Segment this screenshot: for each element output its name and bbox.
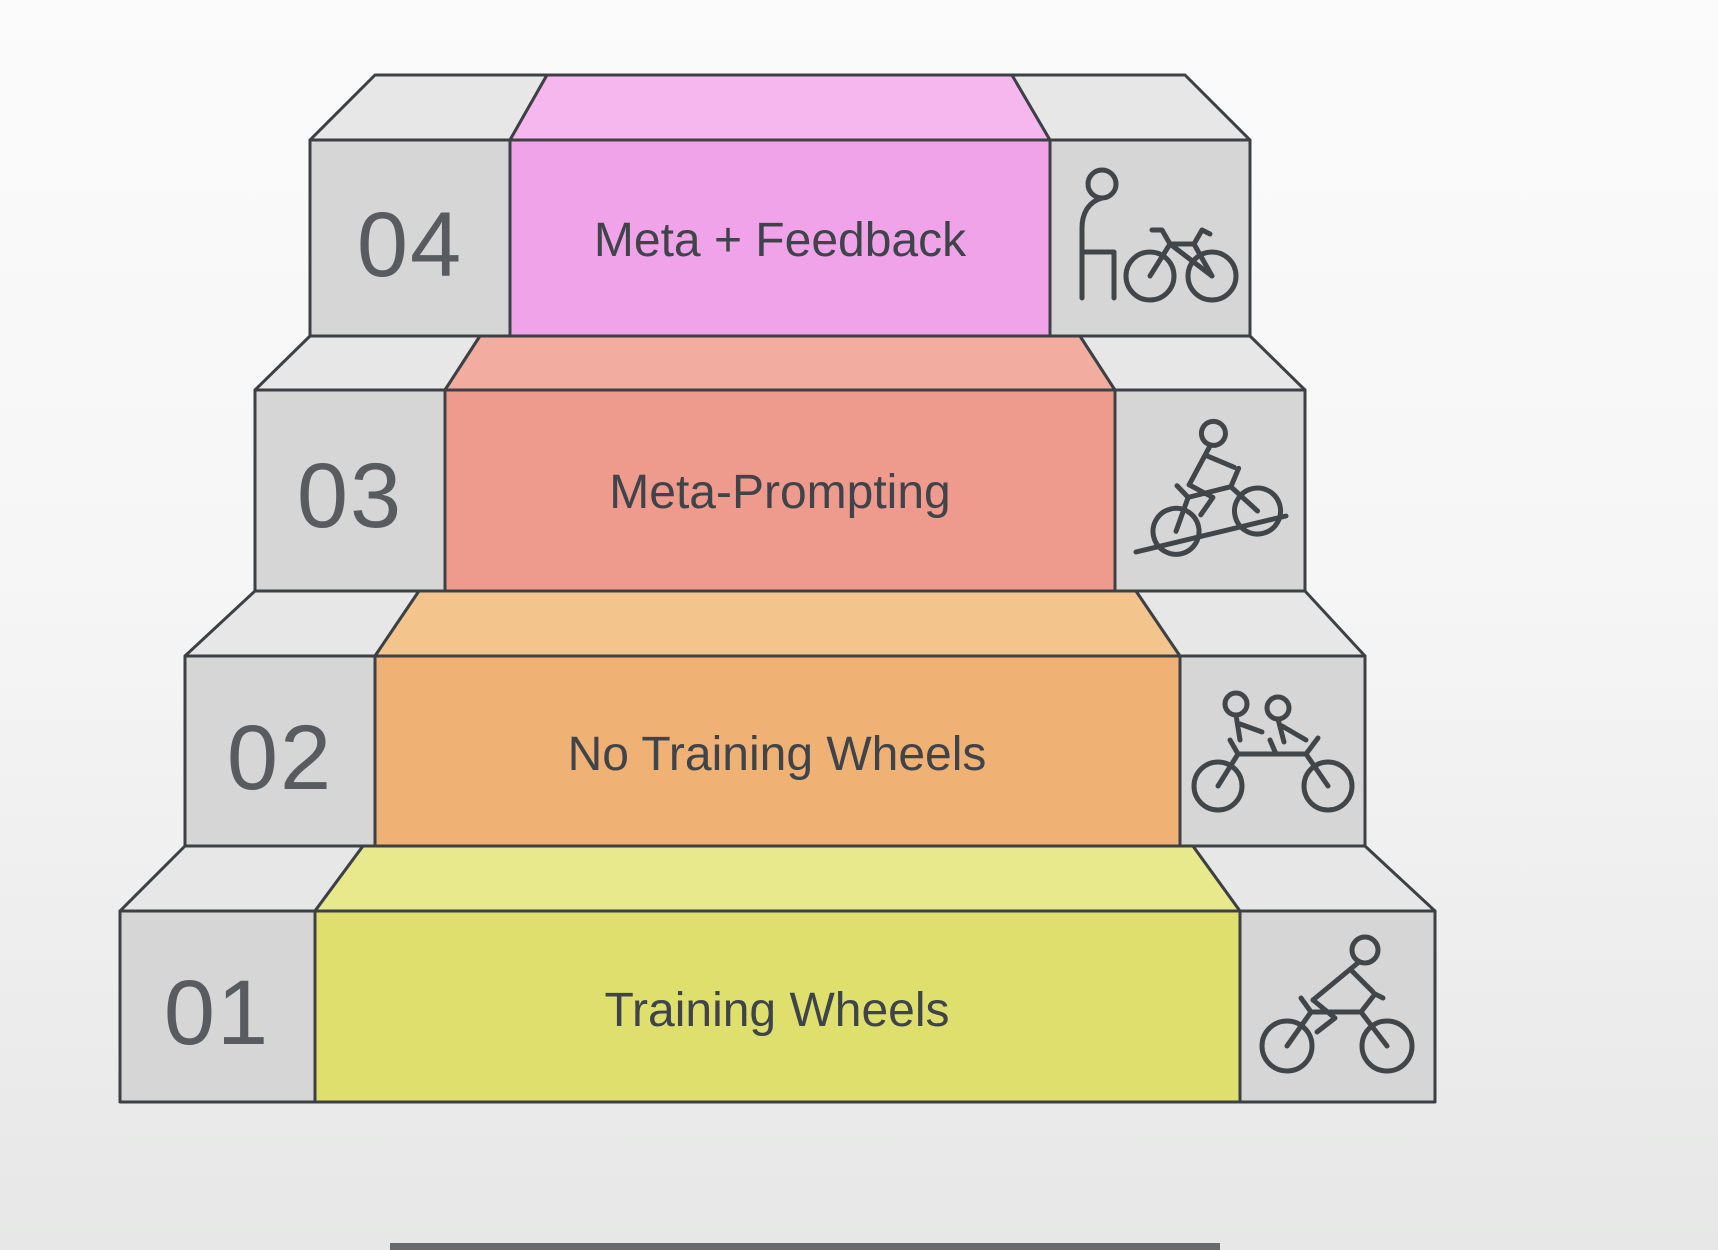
step-04-number: 04 bbox=[357, 194, 463, 296]
person-standing-with-bicycle-icon bbox=[1079, 167, 1239, 303]
tandem-cyclists-icon bbox=[1191, 690, 1355, 813]
bottom-cropped-step-edge bbox=[390, 1243, 1220, 1250]
step-04: 04 Meta + Feedback bbox=[308, 73, 1252, 338]
step-01-number: 01 bbox=[164, 962, 270, 1064]
step-02-top-face-center bbox=[373, 589, 1182, 658]
step-02-number: 02 bbox=[227, 707, 333, 809]
step-03: 03 Meta-Prompting bbox=[253, 334, 1307, 593]
step-01: 01 Training Wheels bbox=[118, 844, 1437, 1104]
step-03-number: 03 bbox=[297, 445, 403, 547]
step-01-label: Training Wheels bbox=[604, 984, 949, 1037]
step-04-label: Meta + Feedback bbox=[594, 214, 967, 267]
step-04-top-face-left bbox=[308, 73, 549, 142]
step-02-label: No Training Wheels bbox=[568, 728, 987, 781]
cyclist-riding-icon bbox=[1259, 934, 1415, 1074]
step-01-icon-box bbox=[1238, 909, 1437, 1104]
step-03-top-face-center bbox=[443, 334, 1117, 392]
step-01-top-face-center bbox=[313, 844, 1242, 913]
step-03-top-face-right bbox=[1078, 334, 1307, 392]
step-03-label: Meta-Prompting bbox=[609, 466, 950, 519]
step-04-top-face-center bbox=[508, 73, 1052, 142]
cyclist-riding-uphill-icon bbox=[1133, 418, 1289, 557]
step-03-top-face-left bbox=[253, 334, 482, 392]
step-02: 02 No Training Wheels bbox=[183, 589, 1367, 848]
step-04-top-face-right bbox=[1010, 73, 1252, 142]
